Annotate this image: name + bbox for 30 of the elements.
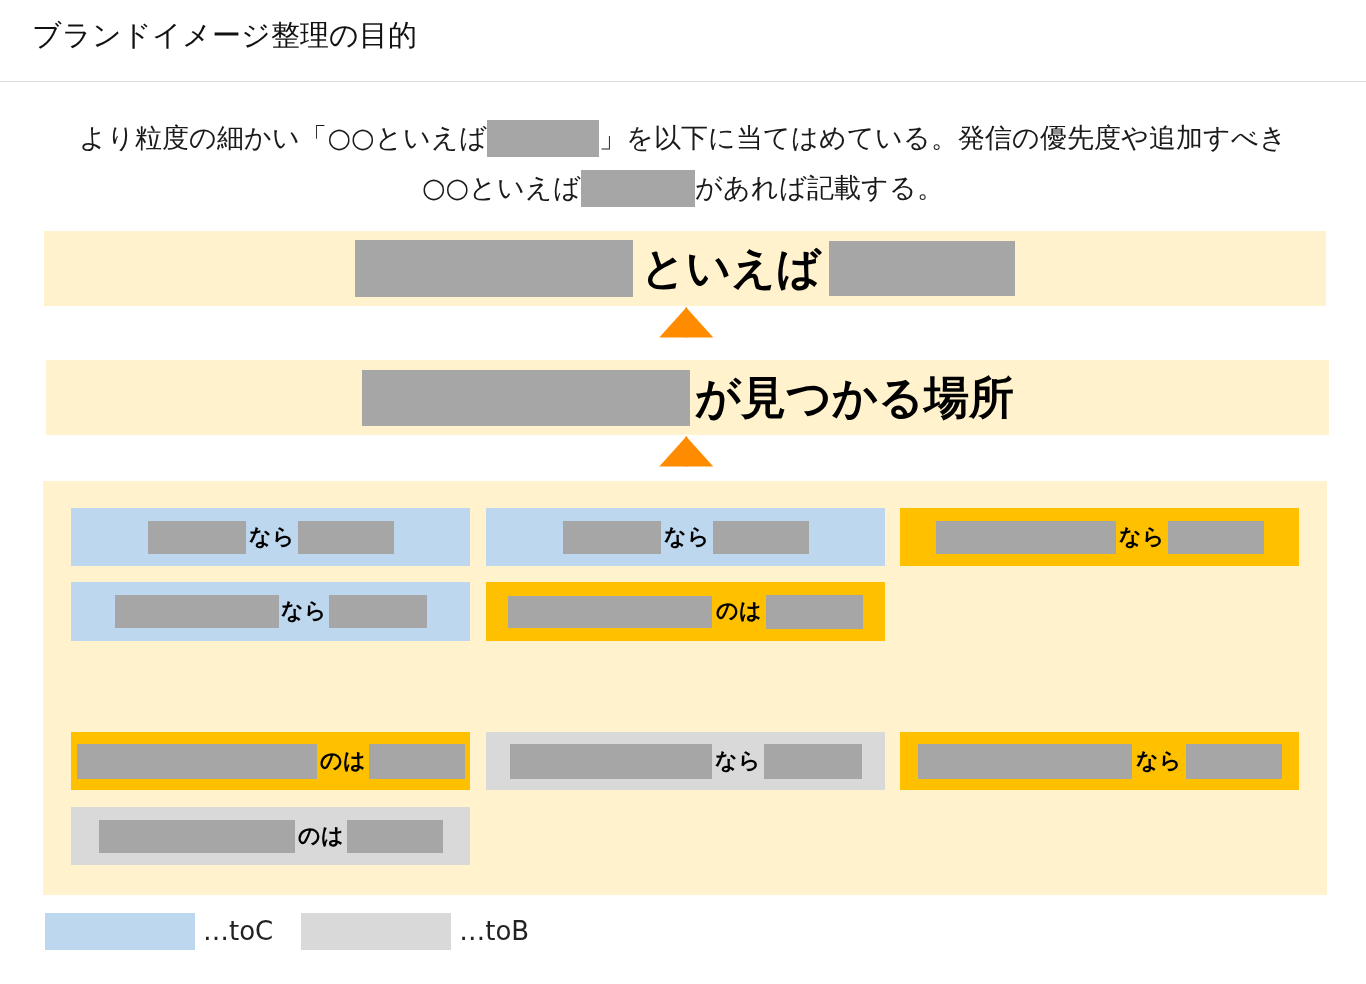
node-label: といえば bbox=[641, 244, 821, 293]
legend-label: …toC bbox=[203, 917, 274, 946]
node-label: なら bbox=[280, 599, 327, 624]
category-box bbox=[71, 732, 470, 790]
page-title: ブランドイメージ整理の目的 bbox=[32, 17, 417, 54]
node-label: なら bbox=[663, 524, 710, 550]
category-box bbox=[71, 508, 470, 566]
intro-text: 」を以下に当てはめている。発信の優先度や追加すべき bbox=[598, 121, 1287, 155]
category-box bbox=[900, 732, 1299, 790]
category-box bbox=[486, 732, 885, 790]
category-box bbox=[71, 582, 470, 641]
node-label: のは bbox=[297, 823, 344, 849]
category-box bbox=[486, 508, 885, 566]
node-label: のは bbox=[319, 748, 366, 774]
legend-label: …toB bbox=[459, 917, 530, 946]
panel bbox=[43, 481, 1327, 895]
intro-text: より粒度の細かい「○○といえば bbox=[79, 121, 487, 155]
category-box bbox=[900, 508, 1299, 566]
intro-text: ○○といえば bbox=[421, 171, 582, 205]
node-label: なら bbox=[1135, 748, 1182, 774]
category-box bbox=[71, 807, 470, 865]
node-label: のは bbox=[716, 599, 762, 624]
category-box bbox=[486, 582, 885, 641]
band bbox=[44, 231, 1326, 306]
node-label: が見つかる場所 bbox=[694, 372, 1014, 423]
node-label: なら bbox=[248, 524, 295, 550]
intro-text: があれば記載する。 bbox=[695, 171, 945, 205]
node-label: なら bbox=[714, 748, 761, 774]
node-label: なら bbox=[1118, 524, 1165, 550]
band bbox=[46, 360, 1329, 435]
